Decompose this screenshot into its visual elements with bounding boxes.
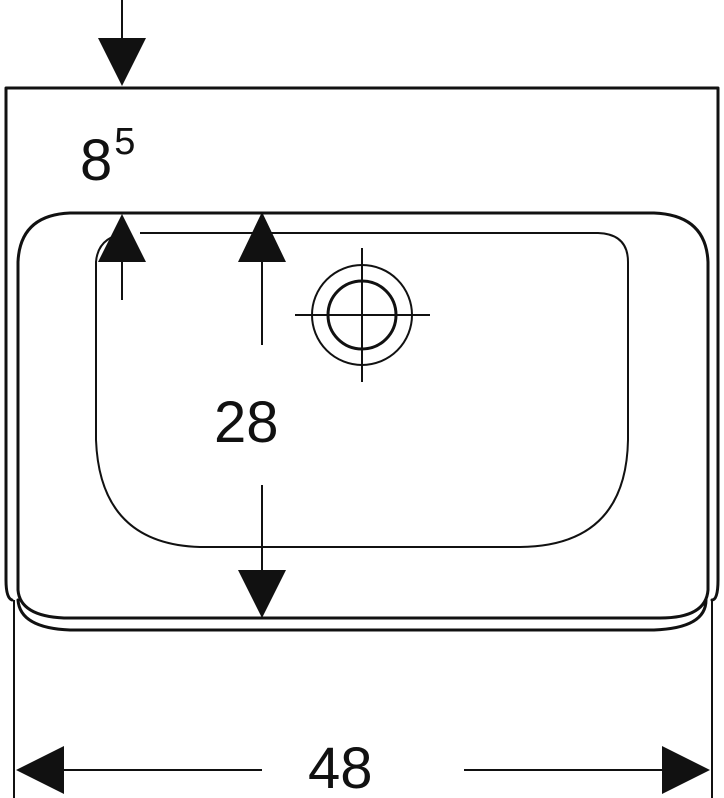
rim-depth-dimension: 85 [80,0,146,300]
width-arrow-right [662,746,710,794]
rim-depth-superscript: 5 [114,121,135,163]
rim-depth-arrow-up [98,214,146,262]
basin-depth-arrow-down [238,570,286,618]
rim-depth-base: 8 [80,128,112,193]
overall-width-dimension: 48 [13,600,713,798]
rim-depth-arrow-down [98,38,146,86]
sink-front-rim [16,598,708,632]
overall-width-label: 48 [308,736,373,798]
inner-basin-outline [95,232,629,548]
basin-depth-label: 28 [214,390,279,455]
width-arrow-left [16,746,64,794]
basin-depth-dimension: 28 [214,212,286,618]
bowl-rim-outline [16,211,710,620]
rim-depth-label: 85 [80,121,135,193]
basin-depth-arrow-up [238,212,286,262]
sink-outer-body [4,86,720,602]
drain-icon [295,248,430,382]
